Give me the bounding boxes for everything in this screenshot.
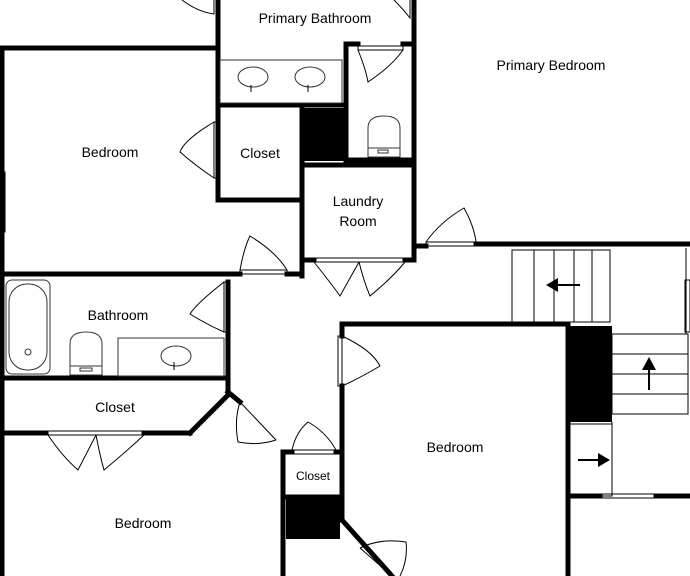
label-bedroom-center: Bedroom [427,439,484,455]
sink-vanity [117,337,225,377]
label-bedroom-left: Bedroom [82,144,139,160]
room-labels: Primary Bathroom Primary Bedroom Bedroom… [82,10,606,531]
toilet-bathroom [69,331,103,376]
label-laundry-line1: Laundry [333,193,384,209]
stair-arrow-right-icon [578,453,610,467]
label-closet-upper: Closet [240,145,280,161]
solid-blocks [286,108,612,539]
label-primary-bathroom: Primary Bathroom [259,10,372,26]
doors [45,0,657,576]
label-closet-small: Closet [296,469,331,483]
label-bathroom: Bathroom [88,307,149,323]
stair-arrow-up-icon [642,357,656,390]
stair-arrow-left-icon [546,278,580,292]
label-bedroom-bottom: Bedroom [115,515,172,531]
windows [0,171,690,333]
bathtub [5,279,51,375]
toilet-primary [367,115,401,158]
double-sink-vanity [219,59,343,104]
label-primary-bedroom: Primary Bedroom [497,57,606,73]
label-laundry-line2: Room [339,213,376,229]
label-closet-left: Closet [95,399,135,415]
